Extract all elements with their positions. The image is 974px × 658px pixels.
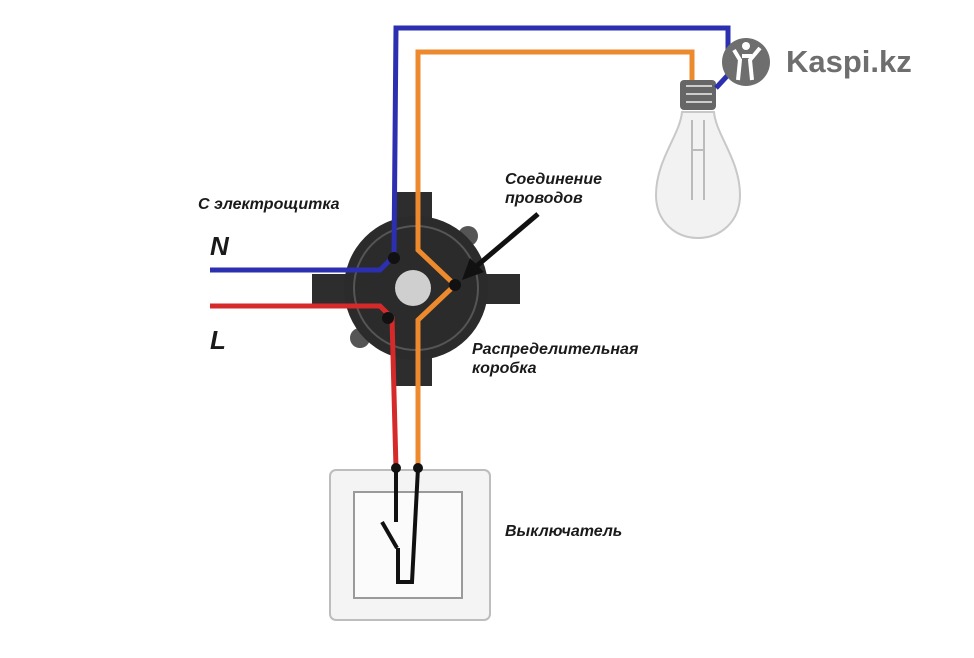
junction-box-label-line1: Распределительная (472, 341, 639, 358)
light-bulb (654, 80, 742, 240)
junction-box-label-line2: коробка (472, 360, 537, 377)
kaspi-logo-icon (722, 38, 770, 86)
arrow-icon (462, 212, 540, 280)
line-wire (210, 303, 399, 469)
switched-wire (415, 49, 695, 468)
connection-label-line1: Соединение (505, 171, 602, 188)
source-label: С электрощитка (198, 196, 340, 213)
junction-box (312, 192, 520, 386)
junction-box-label: Распределительная коробка (472, 340, 638, 378)
connection-label: Соединение проводов (505, 170, 602, 208)
line-label: L (210, 325, 226, 355)
light-switch (329, 467, 491, 621)
switch-label: Выключатель (505, 523, 623, 540)
neutral-label: N (210, 231, 229, 261)
connection-label-line2: проводов (505, 190, 583, 207)
kaspi-logo-text: Kaspi.kz (786, 44, 912, 79)
